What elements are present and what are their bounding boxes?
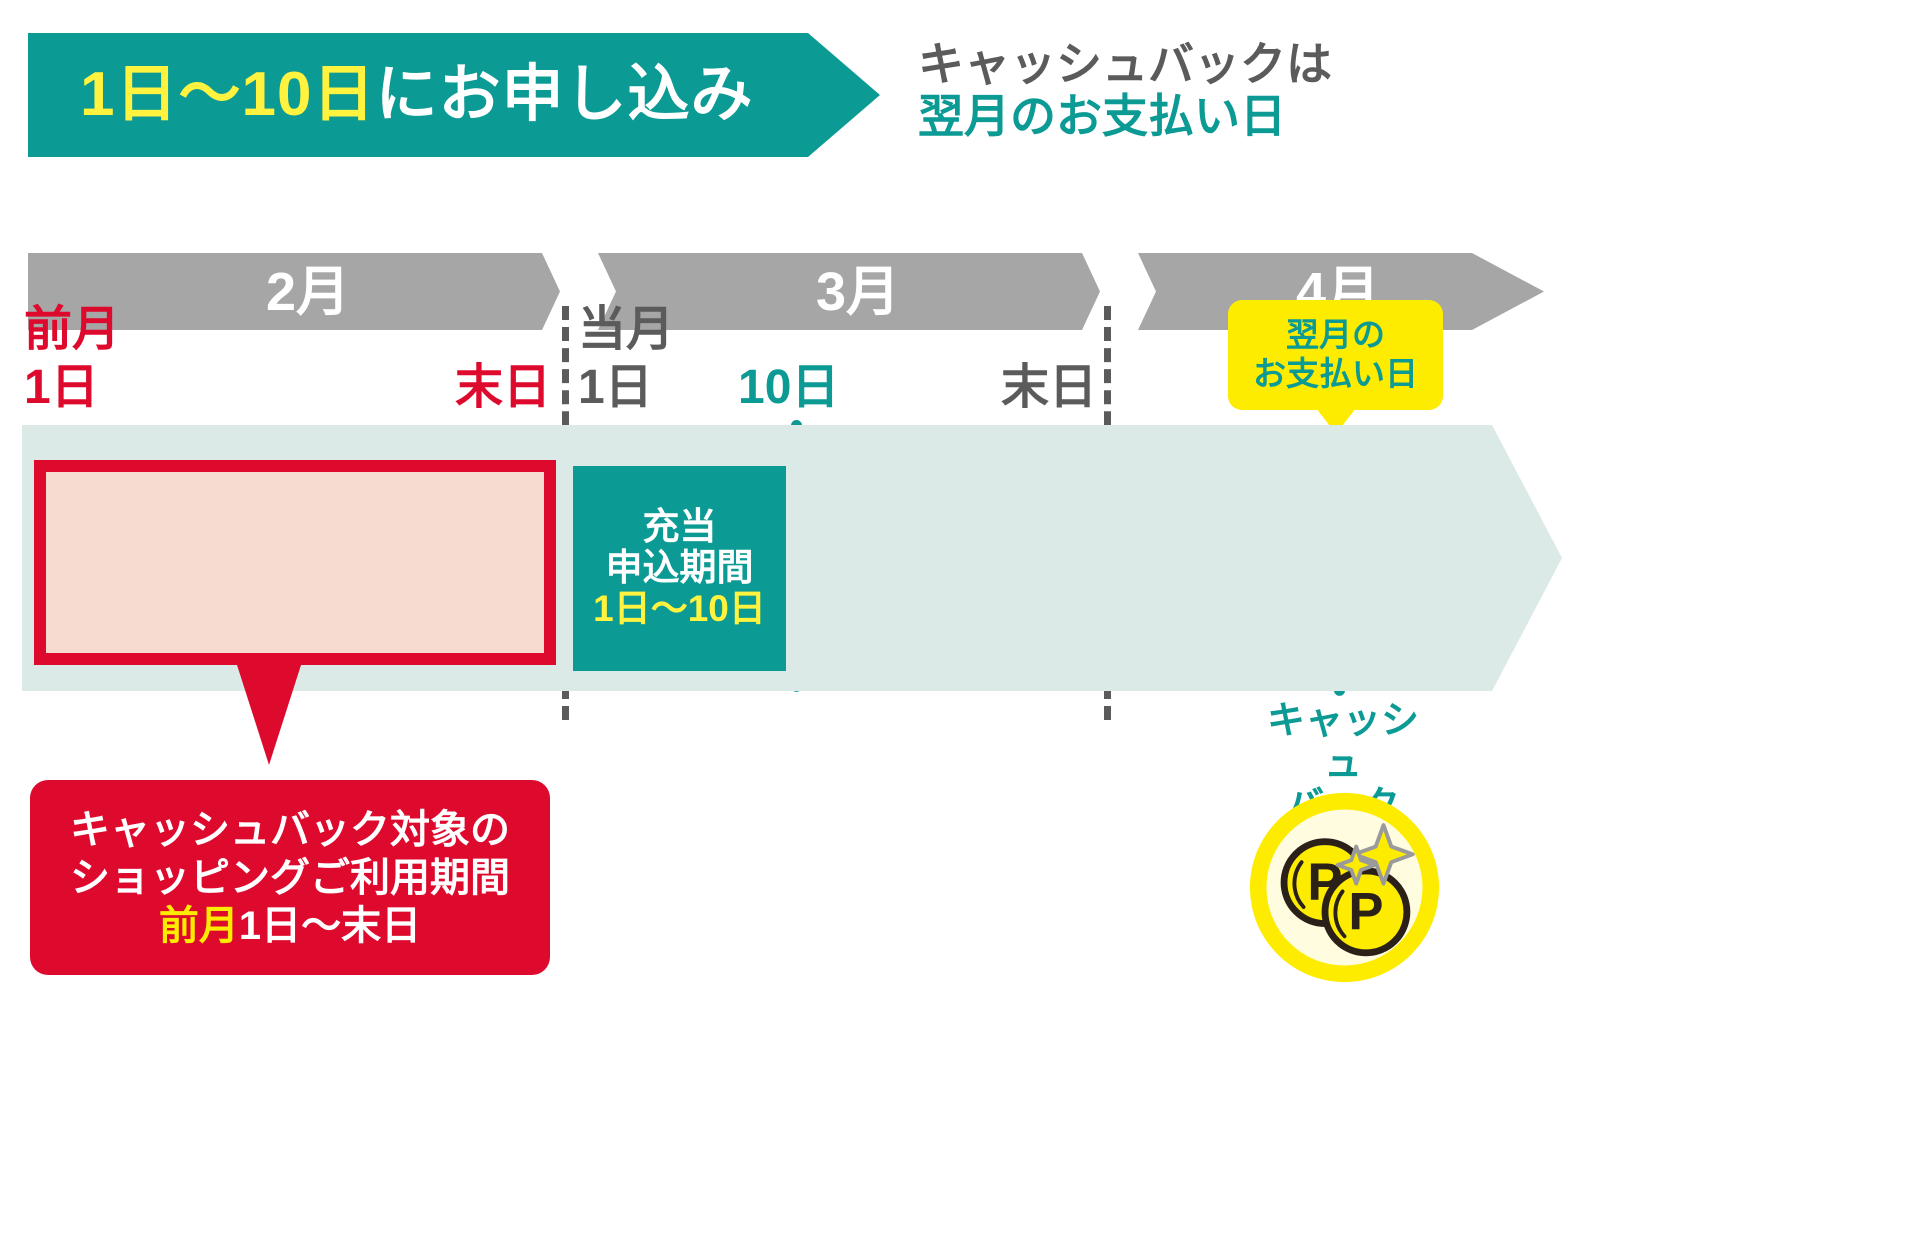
svg-text:P: P [1348,882,1383,941]
month-segment-february: 2月 [265,261,351,322]
shopping-usage-period-box [34,460,556,665]
label-previous-first-day: 1日 [24,361,99,414]
usage-callout-line3: 前月1日〜末日 [159,902,421,950]
usage-callout-line3-highlight: 前月 [158,903,239,948]
application-period-box: 充当 申込期間 1日〜10日 [573,466,786,671]
header-note-line1: キャッシュバックは [918,38,1332,90]
application-period-line3: 1日〜10日 [593,587,766,629]
month-segment-march: 3月 [815,261,901,322]
payday-callout: 翌月の お支払い日 [1228,300,1443,434]
header-banner-text: 1日〜10日にお申し込み [28,64,753,126]
usage-callout-line3-rest: 1日〜末日 [238,903,422,948]
label-previous-last-day: 末日 [455,361,552,414]
usage-callout-pointer [237,665,301,765]
application-period-line1: 充当 [642,506,717,548]
payday-callout-line2: お支払い日 [1253,355,1418,392]
header-banner: 1日〜10日にお申し込み [28,33,880,157]
application-period-line2: 申込期間 [605,547,754,589]
coin-badge-icon: P P [1249,792,1440,983]
header-banner-rest: にお申し込み [375,60,754,129]
usage-callout-line2: ショッピングご利用期間 [70,855,510,900]
label-current-last-day: 末日 [1001,361,1098,414]
label-current-first-day: 1日 [578,361,653,414]
cashback-coin-badge: P P [1247,790,1442,985]
usage-period-callout: キャッシュバック対象の ショッピングご利用期間 前月1日〜末日 [30,780,550,975]
header-banner-arrow-shape [28,33,880,157]
header-banner-highlight: 1日〜10日 [80,60,376,129]
label-current-tenth-day: 10日 [738,361,840,414]
cashback-label-line1: キャッシュ [1266,700,1419,785]
usage-callout-line1: キャッシュバック対象の [70,807,510,852]
header-note: キャッシュバックは 翌月のお支払い日 [918,38,1438,143]
header-note-line2: 翌月のお支払い日 [918,90,1286,143]
label-current-month: 当月 [578,303,675,356]
label-previous-month: 前月 [24,303,121,356]
payday-callout-line1: 翌月の [1286,316,1385,354]
